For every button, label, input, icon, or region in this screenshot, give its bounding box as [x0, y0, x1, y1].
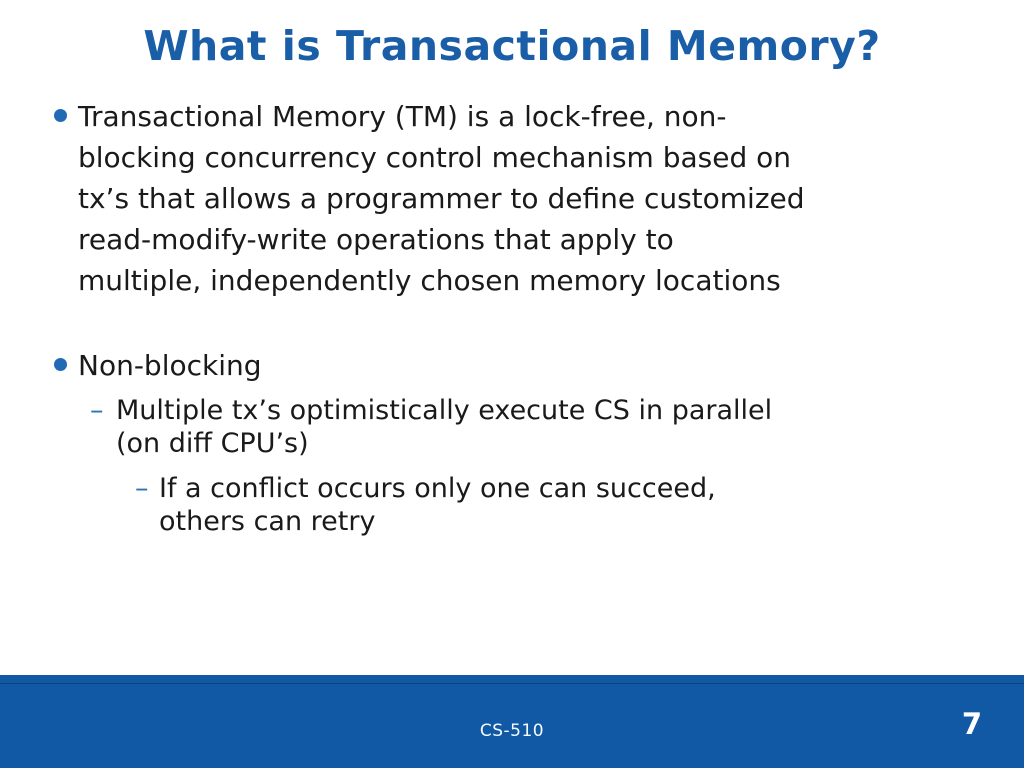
- footer-bar: CS-510 7: [0, 675, 1024, 768]
- page-number: 7: [961, 707, 982, 741]
- slide-body: Transactional Memory (TM) is a lock-free…: [48, 96, 992, 538]
- bullet-item: Non-blocking: [48, 345, 992, 386]
- sub-sub-bullet-item: – If a conflict occurs only one can succ…: [135, 472, 992, 538]
- sub-sub-bullet-text: If a conflict occurs only one can succee…: [159, 473, 716, 537]
- footer-divider-line: [0, 683, 1024, 684]
- bullet-text: Transactional Memory (TM) is a lock-free…: [78, 100, 805, 297]
- bullet-dot-icon: [54, 109, 67, 122]
- slide-title: What is Transactional Memory?: [143, 22, 881, 70]
- dash-icon: –: [135, 473, 149, 504]
- bullet-dot-icon: [54, 358, 67, 371]
- dash-icon: –: [90, 395, 104, 426]
- bullet-marker: [48, 345, 78, 371]
- bullet-text: Non-blocking: [78, 349, 262, 382]
- spacer: [48, 460, 992, 472]
- spacer: [48, 301, 992, 345]
- bullet-marker: [48, 96, 78, 122]
- sub-bullet-item: – Multiple tx’s optimistically execute C…: [90, 394, 992, 460]
- bullet-item: Transactional Memory (TM) is a lock-free…: [48, 96, 992, 301]
- spacer: [48, 386, 992, 394]
- sub-bullet-text: Multiple tx’s optimistically execute CS …: [116, 395, 773, 459]
- footer-course-label: CS-510: [479, 721, 545, 741]
